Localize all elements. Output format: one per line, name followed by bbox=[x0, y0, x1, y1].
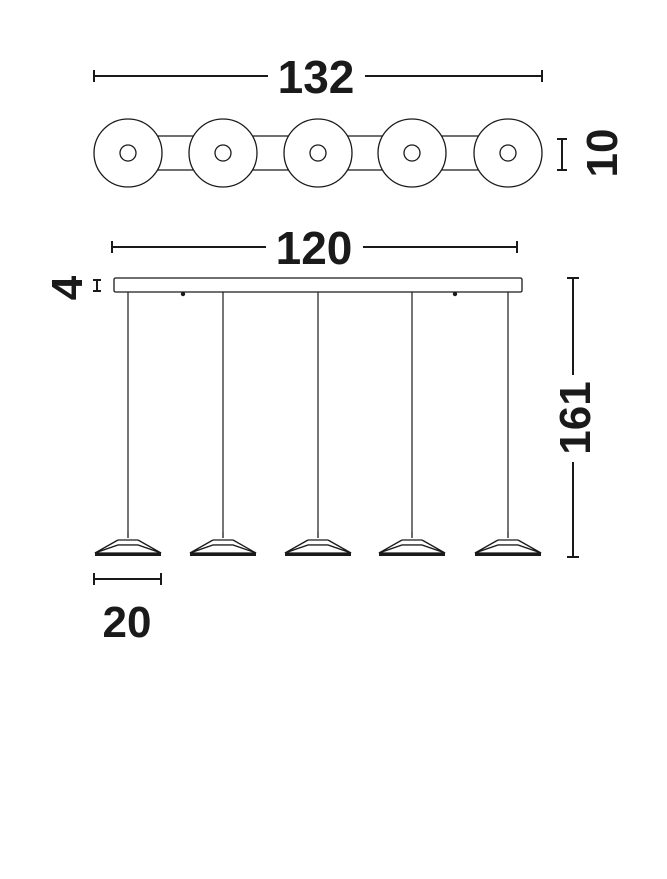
canopy-height-label: 4 bbox=[43, 275, 92, 300]
pendant-5 bbox=[474, 292, 542, 556]
top-view: 132 bbox=[93, 51, 627, 188]
top-view-disc-4 bbox=[377, 118, 447, 188]
canopy-depth-dimension: 10 bbox=[557, 129, 627, 178]
shade-diameter-label: 20 bbox=[103, 598, 152, 647]
side-view: 120 4 bbox=[43, 222, 600, 647]
top-view-disc-3 bbox=[283, 118, 353, 188]
pendant-3 bbox=[284, 292, 352, 556]
canopy-depth-label: 10 bbox=[578, 129, 627, 178]
overall-height-label: 161 bbox=[551, 381, 600, 454]
top-view-disc-2 bbox=[188, 118, 258, 188]
pendant-1 bbox=[94, 292, 162, 556]
top-view-disc-5 bbox=[473, 118, 543, 188]
top-view-disc-1 bbox=[93, 118, 163, 188]
overall-height-dimension: 161 bbox=[551, 277, 600, 558]
shade-diameter-dimension: 20 bbox=[93, 573, 162, 647]
total-length-dimension: 132 bbox=[93, 51, 543, 103]
total-length-label: 132 bbox=[278, 51, 355, 103]
canopy-height-dimension: 4 bbox=[43, 275, 101, 300]
pendant-4 bbox=[378, 292, 446, 556]
canopy-length-label: 120 bbox=[276, 222, 353, 274]
pendant-2 bbox=[189, 292, 257, 556]
canopy-length-dimension: 120 bbox=[111, 222, 518, 274]
